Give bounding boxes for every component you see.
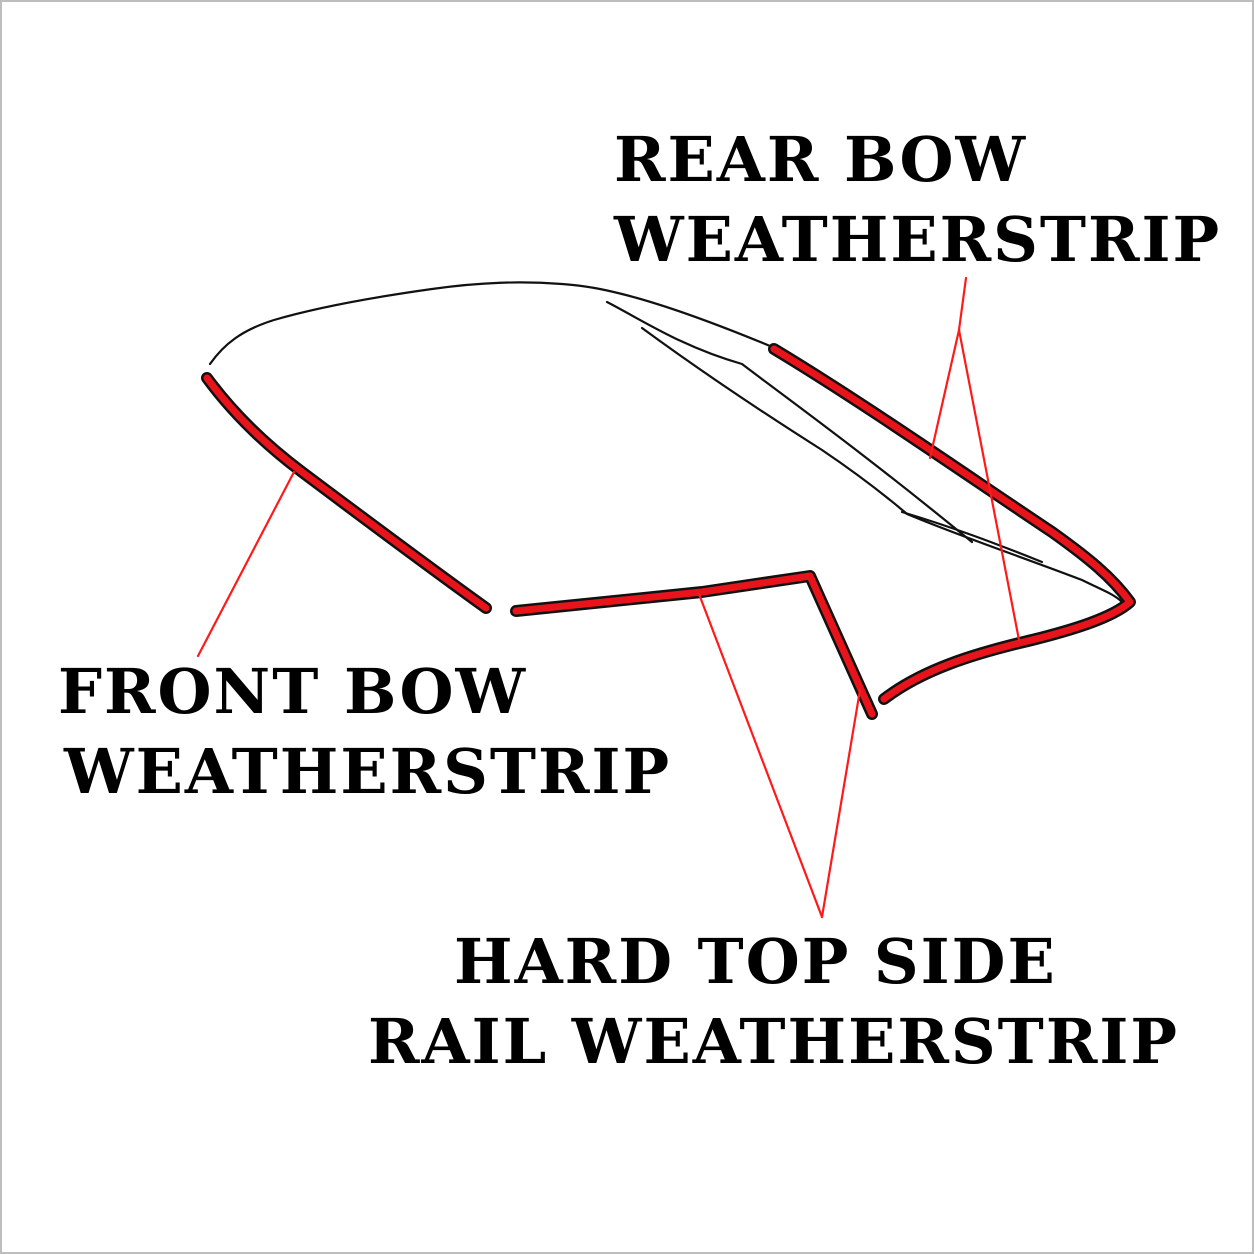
rear-bow-label-line2: WEATHERSTRIP — [614, 203, 1222, 276]
rear-bow-weatherstrip-outline — [768, 343, 1136, 705]
rear-bow-label: REAR BOW WEATHERSTRIP — [614, 120, 1221, 280]
roof-front-curve — [208, 281, 624, 366]
leader-lines — [196, 276, 1021, 919]
side-leader-branch-1 — [697, 592, 824, 919]
rear-bow-weatherstrip — [770, 345, 1134, 703]
rear-leader-branch-2 — [957, 328, 1021, 642]
front-bow-label: FRONT BOW WEATHERSTRIP — [58, 652, 671, 812]
rear-bow-label-line1: REAR BOW — [614, 123, 1028, 196]
roof-rear-edge — [900, 510, 1044, 564]
side-rail-weatherstrip — [512, 572, 876, 718]
front-bow-label-line2: WEATHERSTRIP — [64, 735, 672, 808]
hardtop-outline — [208, 281, 1124, 604]
rear-window-lower-line — [640, 326, 1124, 604]
side-rail-label: HARD TOP SIDE RAIL WEATHERSTRIP — [368, 922, 1179, 1082]
weatherstrips — [201, 343, 1136, 720]
side-rail-label-line2: RAIL WEATHERSTRIP — [368, 1005, 1179, 1078]
rear-window-upper-line — [605, 300, 974, 544]
front-bow-label-line1: FRONT BOW — [58, 655, 528, 728]
rear-leader-stem — [957, 276, 968, 332]
side-rail-label-line1: HARD TOP SIDE — [454, 925, 1057, 998]
front-leader — [196, 470, 296, 658]
roof-top-edge — [620, 292, 772, 348]
front-bow-weatherstrip — [203, 374, 490, 612]
side-leader-branch-2 — [820, 688, 862, 919]
rear-leader-branch-1 — [928, 328, 961, 460]
